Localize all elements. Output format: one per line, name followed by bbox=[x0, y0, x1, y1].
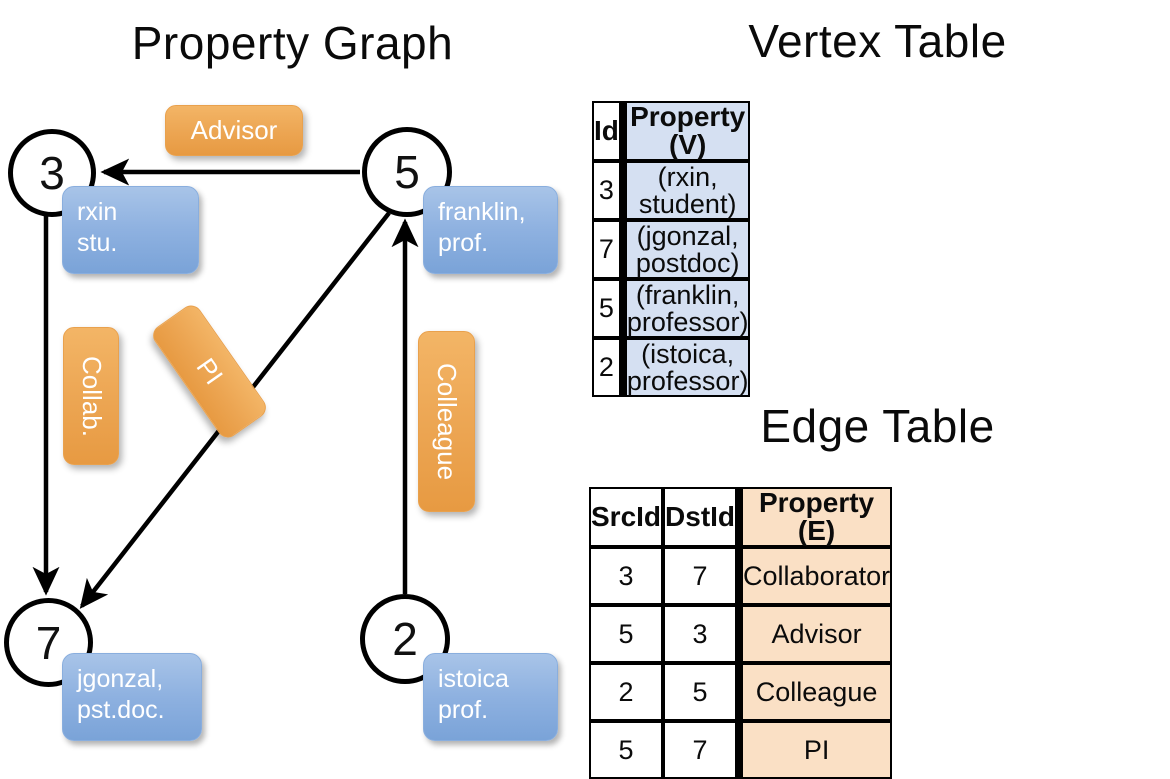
edge-cell-property: Colleague bbox=[741, 663, 893, 721]
table-row[interactable]: 5 7 PI bbox=[589, 721, 893, 779]
edge-cell-dstid: 3 bbox=[663, 605, 738, 663]
vertex-cell-id: 7 bbox=[592, 220, 621, 279]
vertex-cell-id: 5 bbox=[592, 279, 621, 338]
vertex-box-rxin[interactable]: rxin stu. bbox=[62, 186, 199, 274]
graph-node-3-id: 3 bbox=[39, 147, 65, 199]
graph-node-5-id: 5 bbox=[394, 146, 420, 198]
edge-table-header-row: SrcId DstId Property (E) bbox=[589, 487, 893, 547]
edge-cell-dstid: 5 bbox=[663, 663, 738, 721]
edge-table-column-gap bbox=[737, 605, 742, 663]
edge-cell-srcid: 5 bbox=[589, 605, 664, 663]
vertex-box-istoica-line1: istoica bbox=[438, 665, 509, 693]
edge-header-srcid: SrcId bbox=[589, 487, 664, 547]
edge-cell-property: Collaborator bbox=[741, 547, 893, 605]
vertex-cell-property: (franklin, professor) bbox=[624, 279, 751, 338]
edge-cell-srcid: 5 bbox=[589, 721, 664, 779]
page-title-edge-table: Edge Table bbox=[760, 400, 995, 452]
vertex-header-id: Id bbox=[592, 101, 621, 161]
edge-box-colleague-label: Colleague bbox=[432, 362, 462, 481]
vertex-box-rxin-line1: rxin bbox=[77, 198, 118, 226]
edge-table-column-gap bbox=[737, 663, 742, 721]
vertex-cell-id: 2 bbox=[592, 338, 621, 397]
vertex-table-column-gap bbox=[620, 161, 625, 220]
edge-header-dstid: DstId bbox=[663, 487, 738, 547]
vertex-box-rxin-line2: stu. bbox=[77, 228, 118, 257]
vertex-cell-property: (istoica, professor) bbox=[624, 338, 751, 397]
vertex-header-property: Property (V) bbox=[624, 101, 751, 161]
edge-table: SrcId DstId Property (E) 3 7 Collaborato… bbox=[589, 487, 893, 779]
vertex-box-jgonzal-line1: jgonzal, bbox=[77, 665, 164, 693]
table-row[interactable]: 2 5 Colleague bbox=[589, 663, 893, 721]
table-row[interactable]: 3 7 Collaborator bbox=[589, 547, 893, 605]
vertex-box-franklin-line2: prof. bbox=[438, 228, 489, 257]
edge-cell-dstid: 7 bbox=[663, 721, 738, 779]
property-graph-panel: Property Graph 3 5 7 2 rxin stu. frankli… bbox=[0, 0, 585, 760]
edge-table-column-gap bbox=[737, 547, 742, 605]
edge-cell-srcid: 2 bbox=[589, 663, 664, 721]
vertex-box-jgonzal-line2: pst.doc. bbox=[77, 695, 165, 724]
vertex-table-header-row: Id Property (V) bbox=[592, 101, 751, 161]
edge-box-collab-label: Collab. bbox=[76, 355, 107, 437]
table-row[interactable]: 2 (istoica, professor) bbox=[592, 338, 751, 397]
table-row[interactable]: 3 (rxin, student) bbox=[592, 161, 751, 220]
table-row[interactable]: 7 (jgonzal, postdoc) bbox=[592, 220, 751, 279]
table-row[interactable]: 5 3 Advisor bbox=[589, 605, 893, 663]
graph-node-7-id: 7 bbox=[35, 616, 62, 669]
vertex-box-istoica[interactable]: istoica prof. bbox=[423, 653, 558, 741]
vertex-table-column-gap bbox=[620, 101, 625, 161]
vertex-table-column-gap bbox=[620, 279, 625, 338]
graph-node-5[interactable]: 5 bbox=[362, 127, 452, 217]
edge-box-advisor-label: Advisor bbox=[190, 115, 278, 145]
vertex-box-franklin-line1: franklin, bbox=[438, 198, 526, 226]
edge-table-column-gap bbox=[737, 487, 742, 547]
edge-header-property: Property (E) bbox=[741, 487, 893, 547]
graph-node-2-id: 2 bbox=[392, 613, 418, 665]
vertex-table-column-gap bbox=[620, 338, 625, 397]
vertex-box-franklin[interactable]: franklin, prof. bbox=[423, 186, 558, 274]
edge-cell-property: PI bbox=[741, 721, 893, 779]
graph-node-2[interactable]: 2 bbox=[360, 594, 450, 684]
vertex-cell-property: (rxin, student) bbox=[624, 161, 751, 220]
edge-cell-dstid: 7 bbox=[663, 547, 738, 605]
vertex-cell-property: (jgonzal, postdoc) bbox=[624, 220, 751, 279]
edge-box-pi-label: PI bbox=[190, 352, 230, 390]
edge-box-collab[interactable]: Collab. bbox=[63, 327, 119, 465]
table-row[interactable]: 5 (franklin, professor) bbox=[592, 279, 751, 338]
vertex-cell-id: 3 bbox=[592, 161, 621, 220]
edge-box-colleague[interactable]: Colleague bbox=[418, 331, 475, 512]
edge-box-advisor[interactable]: Advisor bbox=[165, 105, 303, 156]
vertex-box-jgonzal[interactable]: jgonzal, pst.doc. bbox=[62, 653, 202, 741]
vertex-table-column-gap bbox=[620, 220, 625, 279]
page-title-vertex-table: Vertex Table bbox=[748, 15, 1007, 67]
edge-cell-property: Advisor bbox=[741, 605, 893, 663]
page-title-property-graph: Property Graph bbox=[131, 17, 454, 69]
vertex-box-istoica-line2: prof. bbox=[438, 695, 489, 724]
edge-cell-srcid: 3 bbox=[589, 547, 664, 605]
vertex-table: Id Property (V) 3 (rxin, student) 7 (jgo… bbox=[592, 101, 751, 397]
